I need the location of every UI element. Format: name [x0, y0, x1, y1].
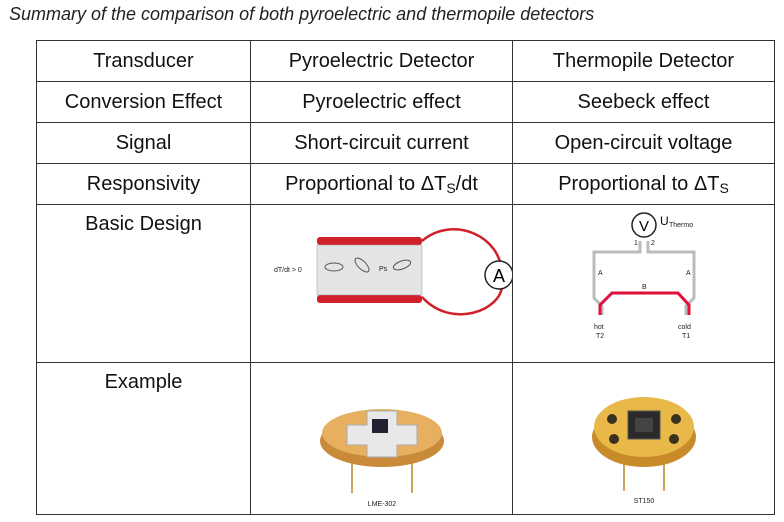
table-cell: Proportional to ΔTS — [512, 163, 775, 205]
pyro-example-cell: LME-302 — [250, 362, 513, 515]
leg-b: B — [642, 284, 647, 291]
cold-temp: T1 — [682, 333, 690, 340]
row-label: Basic Design — [36, 204, 251, 363]
u-label: U — [660, 214, 669, 228]
header-cell: Pyroelectric Detector — [250, 40, 513, 82]
table-row-responsivity: Responsivity Proportional to ΔTS/dt Prop… — [36, 163, 775, 205]
table-cell: Open-circuit voltage — [512, 122, 775, 164]
ps-label: Ps — [379, 266, 388, 273]
thermo-responsivity: Proportional to ΔT — [558, 172, 720, 195]
thermopile-diagram: V U Thermo 1 2 A A B hot T2 cold T1 — [592, 212, 695, 340]
u-sub: Thermo — [669, 222, 693, 229]
label: Example — [104, 371, 183, 393]
table-cell: Short-circuit current — [250, 122, 513, 164]
row-label: Conversion Effect — [36, 81, 251, 123]
row-label: Responsivity — [36, 163, 251, 205]
header-cell: Thermopile Detector — [512, 40, 775, 82]
leg-a-left: A — [598, 270, 603, 277]
hot-label: hot — [594, 324, 604, 331]
pyroelectric-diagram: Ps dT/dt > 0 A — [274, 228, 512, 316]
pyro-responsivity: Proportional to ΔT — [285, 172, 447, 195]
table-row-example: Example LME-302 ST150 — [36, 362, 775, 515]
thermo-sensor-photo: ST150 — [591, 397, 696, 505]
table-caption: Summary of the comparison of both pyroel… — [9, 4, 595, 24]
thermo-model-label: ST150 — [633, 498, 654, 505]
pyro-design-cell: Ps dT/dt > 0 A — [250, 204, 513, 363]
thermo-design-cell: V U Thermo 1 2 A A B hot T2 cold T1 — [512, 204, 775, 363]
leg-a-right: A — [686, 270, 691, 277]
row-label: Example — [36, 362, 251, 515]
suffix: /dt — [455, 172, 478, 195]
table-row: Signal Short-circuit current Open-circui… — [36, 122, 775, 164]
table-cell: Proportional to ΔTS/dt — [250, 163, 513, 205]
hot-temp: T2 — [596, 333, 604, 340]
pin1: 1 — [634, 240, 638, 247]
table-header-row: Transducer Pyroelectric Detector Thermop… — [36, 40, 775, 82]
subscript: S — [446, 179, 456, 196]
pin2: 2 — [651, 240, 655, 247]
table-cell: Seebeck effect — [512, 81, 775, 123]
header-cell: Transducer — [36, 40, 251, 82]
ammeter-label: A — [492, 266, 504, 286]
dtdt-label: dT/dt > 0 — [274, 267, 302, 274]
label: Basic Design — [85, 213, 202, 235]
comparison-table: Transducer Pyroelectric Detector Thermop… — [36, 40, 775, 515]
thermo-example-cell: ST150 — [512, 362, 775, 515]
voltmeter-label: V — [638, 218, 648, 235]
cold-label: cold — [678, 324, 691, 331]
pyro-sensor-photo: LME-302 — [319, 409, 444, 508]
table-row: Conversion Effect Pyroelectric effect Se… — [36, 81, 775, 123]
pyro-model-label: LME-302 — [367, 501, 396, 508]
table-cell: Pyroelectric effect — [250, 81, 513, 123]
subscript: S — [719, 179, 729, 196]
table-row-design: Basic Design Ps dT/dt > 0 A — [36, 204, 775, 363]
row-label: Signal — [36, 122, 251, 164]
